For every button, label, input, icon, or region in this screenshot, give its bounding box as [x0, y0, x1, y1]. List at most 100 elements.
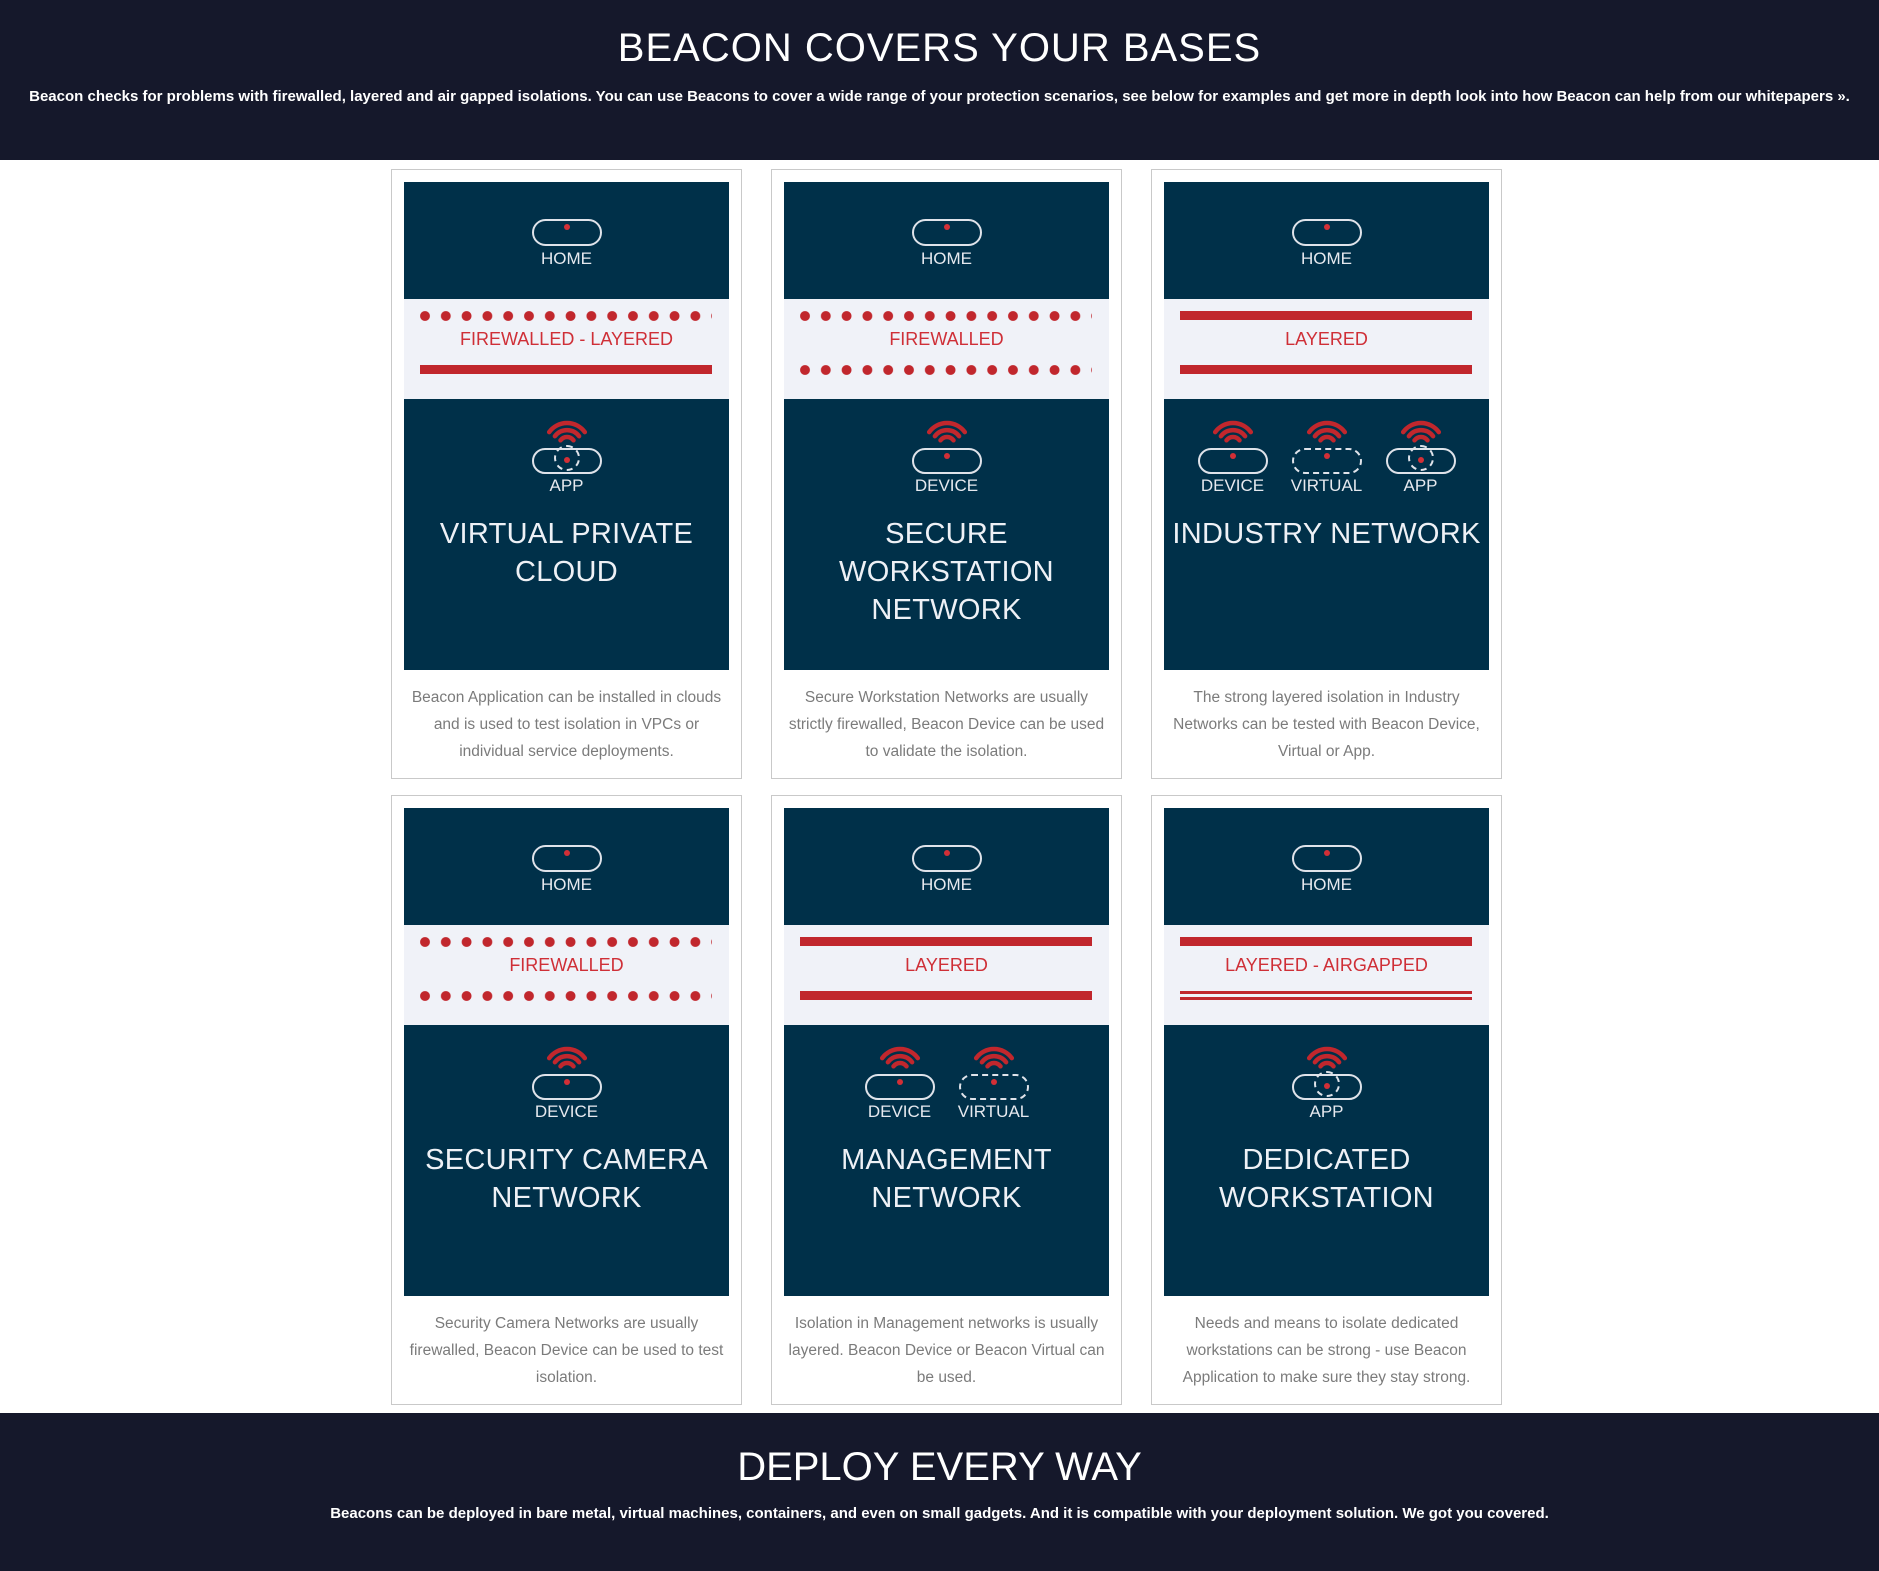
hero-subtitle[interactable]: Beacon checks for problems with firewall… — [29, 88, 1850, 105]
status-dot-icon — [1417, 457, 1424, 463]
firewall-dotted-line — [800, 311, 1092, 321]
status-dot-icon — [1323, 1083, 1330, 1089]
layered-solid-line — [1180, 311, 1472, 320]
status-dot-icon — [990, 1079, 997, 1085]
home-panel: HOME — [404, 182, 729, 299]
scenario-panel: DEVICE VIRTUAL MANAGEMENT NETWORK — [784, 1025, 1109, 1296]
home-beacon-icon — [912, 219, 982, 246]
scenario-panel: DEVICE SECURITY CAMERA NETWORK — [404, 1025, 729, 1296]
scenario-title: VIRTUAL PRIVATE CLOUD — [404, 515, 729, 591]
signal-icon — [879, 1046, 920, 1069]
firewall-dotted-line — [420, 991, 712, 1001]
status-dot-icon — [1324, 224, 1330, 230]
scenario-description: The strong layered isolation in Industry… — [1173, 689, 1480, 760]
scenario-title-line: VIRTUAL PRIVATE — [439, 518, 694, 550]
signal-icon — [1212, 420, 1253, 443]
scenario-title-line: SECURE — [885, 518, 1008, 550]
home-label: HOME — [1301, 249, 1352, 268]
status-dot-icon — [563, 457, 570, 463]
home-panel: HOME — [404, 808, 729, 925]
beacon-label: VIRTUAL — [1290, 476, 1363, 495]
layered-solid-line — [1180, 365, 1472, 374]
isolation-band: FIREWALLED — [404, 925, 729, 1025]
home-label: HOME — [541, 875, 592, 894]
layered-solid-line — [1180, 937, 1472, 946]
scenario-title-line: SECURITY CAMERA — [425, 1144, 708, 1176]
status-dot-icon — [1324, 850, 1330, 856]
scenario-title-line: MANAGEMENT — [841, 1144, 1052, 1176]
app-beacon-icon — [1385, 445, 1456, 474]
home-panel: HOME — [784, 182, 1109, 299]
scenario-card[interactable]: HOME LAYERED DEVICE VIRTUAL MANAGEMENT NETWOR… — [771, 795, 1122, 1405]
isolation-label: LAYERED — [1285, 329, 1368, 349]
home-beacon-icon — [532, 845, 602, 872]
layered-solid-line — [800, 937, 1092, 946]
scenario-title-line: NETWORK — [491, 1182, 642, 1214]
beacon-device: DEVICE — [911, 417, 983, 502]
isolation-band: LAYERED - AIRGAPPED — [1164, 925, 1489, 1025]
deploy-subtitle: Beacons can be deployed in bare metal, v… — [330, 1505, 1549, 1522]
virtual-beacon-icon — [1291, 448, 1362, 474]
app-beacon-icon — [531, 445, 602, 474]
signal-icon — [1306, 420, 1347, 443]
status-dot-icon — [944, 850, 950, 856]
beacon-label: VIRTUAL — [957, 1102, 1030, 1121]
scenario-description: Needs and means to isolate dedicated wor… — [1182, 1315, 1471, 1386]
device-beacon-icon — [911, 448, 982, 474]
app-beacon-icon — [1291, 1071, 1362, 1100]
scenario-title-line: NETWORK — [871, 1182, 1022, 1214]
signal-icon — [546, 1046, 587, 1069]
scenario-title: DEDICATED WORKSTATION — [1164, 1141, 1489, 1217]
signal-icon — [1306, 1046, 1347, 1069]
scenario-title-line: DEDICATED — [1242, 1144, 1411, 1176]
scenario-card[interactable]: HOME FIREWALLED DEVICE SECURITY CAMERA NETWO… — [391, 795, 742, 1405]
status-dot-icon — [896, 1079, 903, 1085]
status-dot-icon — [1323, 453, 1330, 459]
hero-section: BEACON COVERS YOUR BASES Beacon checks f… — [0, 0, 1879, 160]
signal-icon — [973, 1046, 1014, 1069]
scenario-title-line: WORKSTATION — [1219, 1182, 1434, 1214]
home-label: HOME — [921, 249, 972, 268]
scenario-title: INDUSTRY NETWORK — [1164, 515, 1489, 553]
hero-title: BEACON COVERS YOUR BASES — [617, 26, 1262, 70]
beacon-label: APP — [1309, 1102, 1344, 1121]
scenario-title-line: CLOUD — [514, 556, 618, 588]
isolation-label: LAYERED - AIRGAPPED — [1225, 955, 1428, 975]
home-panel: HOME — [1164, 808, 1489, 925]
app-ring-icon — [553, 445, 580, 471]
status-dot-icon — [943, 453, 950, 459]
firewall-dotted-line — [420, 937, 712, 947]
scenario-title: SECURITY CAMERA NETWORK — [404, 1141, 729, 1217]
signal-icon — [546, 420, 587, 443]
layered-solid-line — [800, 991, 1092, 1000]
scenario-card[interactable]: HOME LAYERED - AIRGAPPED APP DEDICATED WORKS… — [1151, 795, 1502, 1405]
scenario-description: Isolation in Management networks is usua… — [788, 1315, 1105, 1386]
scenario-description: Security Camera Networks are usually fir… — [409, 1315, 724, 1386]
home-label: HOME — [921, 875, 972, 894]
app-ring-icon — [1313, 1071, 1340, 1097]
isolation-label: FIREWALLED — [889, 329, 1004, 349]
scenario-panel: APP DEDICATED WORKSTATION — [1164, 1025, 1489, 1296]
home-beacon-icon — [1292, 845, 1362, 872]
home-beacon-icon — [912, 845, 982, 872]
beacon-device: DEVICE — [531, 1043, 603, 1128]
isolation-band: LAYERED — [784, 925, 1109, 1025]
beacon-app: APP — [1385, 417, 1457, 502]
home-panel: HOME — [784, 808, 1109, 925]
scenario-title-line: NETWORK — [871, 594, 1022, 626]
isolation-label: FIREWALLED — [509, 955, 624, 975]
scenario-title-line: INDUSTRY NETWORK — [1172, 518, 1481, 550]
app-ring-icon — [1407, 445, 1434, 471]
beacon-label: DEVICE — [867, 1102, 932, 1121]
status-dot-icon — [564, 850, 570, 856]
scenario-title: MANAGEMENT NETWORK — [784, 1141, 1109, 1217]
device-beacon-icon — [531, 1074, 602, 1100]
isolation-band: FIREWALLED — [784, 299, 1109, 399]
home-panel: HOME — [1164, 182, 1489, 299]
airgap-double-line — [1180, 991, 1472, 1000]
